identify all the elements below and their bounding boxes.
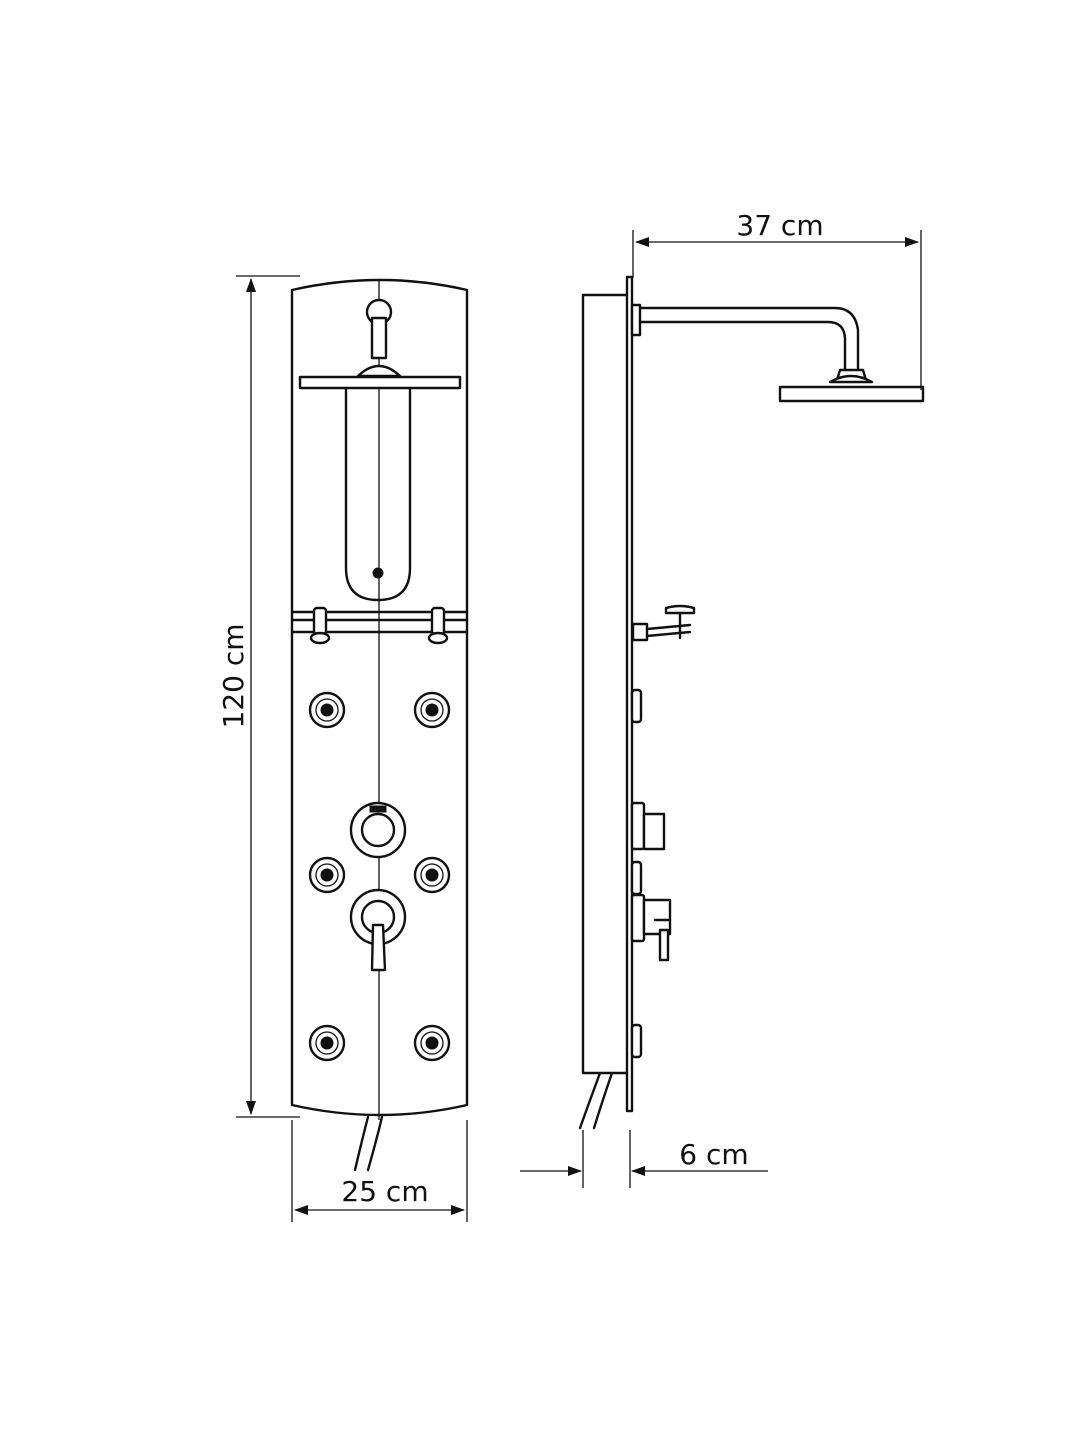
side-diverter-knob-icon bbox=[630, 801, 666, 851]
shower-head-side bbox=[778, 385, 925, 403]
jet-nozzle-icon bbox=[308, 856, 346, 894]
massage-jets bbox=[308, 691, 451, 1062]
overhead-shower-arm-side bbox=[630, 303, 925, 403]
dimension-height: 120 cm bbox=[217, 275, 300, 1118]
side-hoses bbox=[578, 1071, 614, 1130]
jet-nozzle-icon bbox=[308, 1024, 346, 1062]
jet-nozzle-icon bbox=[630, 1023, 643, 1059]
upper-glass-window bbox=[344, 386, 412, 602]
shelf bbox=[290, 606, 469, 645]
dimension-label-depth: 6 cm bbox=[679, 1138, 748, 1171]
side-view bbox=[578, 275, 925, 1130]
diverter-knob-icon bbox=[349, 801, 407, 859]
dimension-label-height: 120 cm bbox=[217, 623, 250, 728]
dimension-label-width: 25 cm bbox=[341, 1175, 428, 1208]
shower-head-front bbox=[298, 375, 462, 390]
side-shelf-valve bbox=[631, 604, 696, 642]
jet-nozzle-icon bbox=[630, 860, 643, 896]
front-view bbox=[290, 278, 469, 1172]
overhead-shower-arm-front bbox=[298, 298, 462, 390]
front-panel-outline bbox=[290, 278, 469, 1117]
side-mixer-knob-icon bbox=[630, 893, 672, 962]
jet-nozzle-icon bbox=[630, 688, 643, 724]
jet-nozzle-icon bbox=[308, 691, 346, 729]
dimension-label-arm-reach: 37 cm bbox=[736, 209, 823, 242]
dimension-width: 25 cm bbox=[291, 1120, 468, 1222]
side-panel-body bbox=[581, 293, 630, 1075]
jet-nozzle-icon bbox=[413, 856, 451, 894]
front-hoses bbox=[353, 1115, 384, 1172]
jet-nozzle-icon bbox=[413, 1024, 451, 1062]
jet-nozzle-icon bbox=[413, 691, 451, 729]
side-jets bbox=[630, 688, 643, 1059]
dimension-depth: 6 cm bbox=[520, 1130, 768, 1188]
dimension-arm-reach: 37 cm bbox=[632, 209, 922, 390]
window-dot bbox=[372, 567, 384, 579]
mixer-knob-icon bbox=[349, 888, 407, 972]
